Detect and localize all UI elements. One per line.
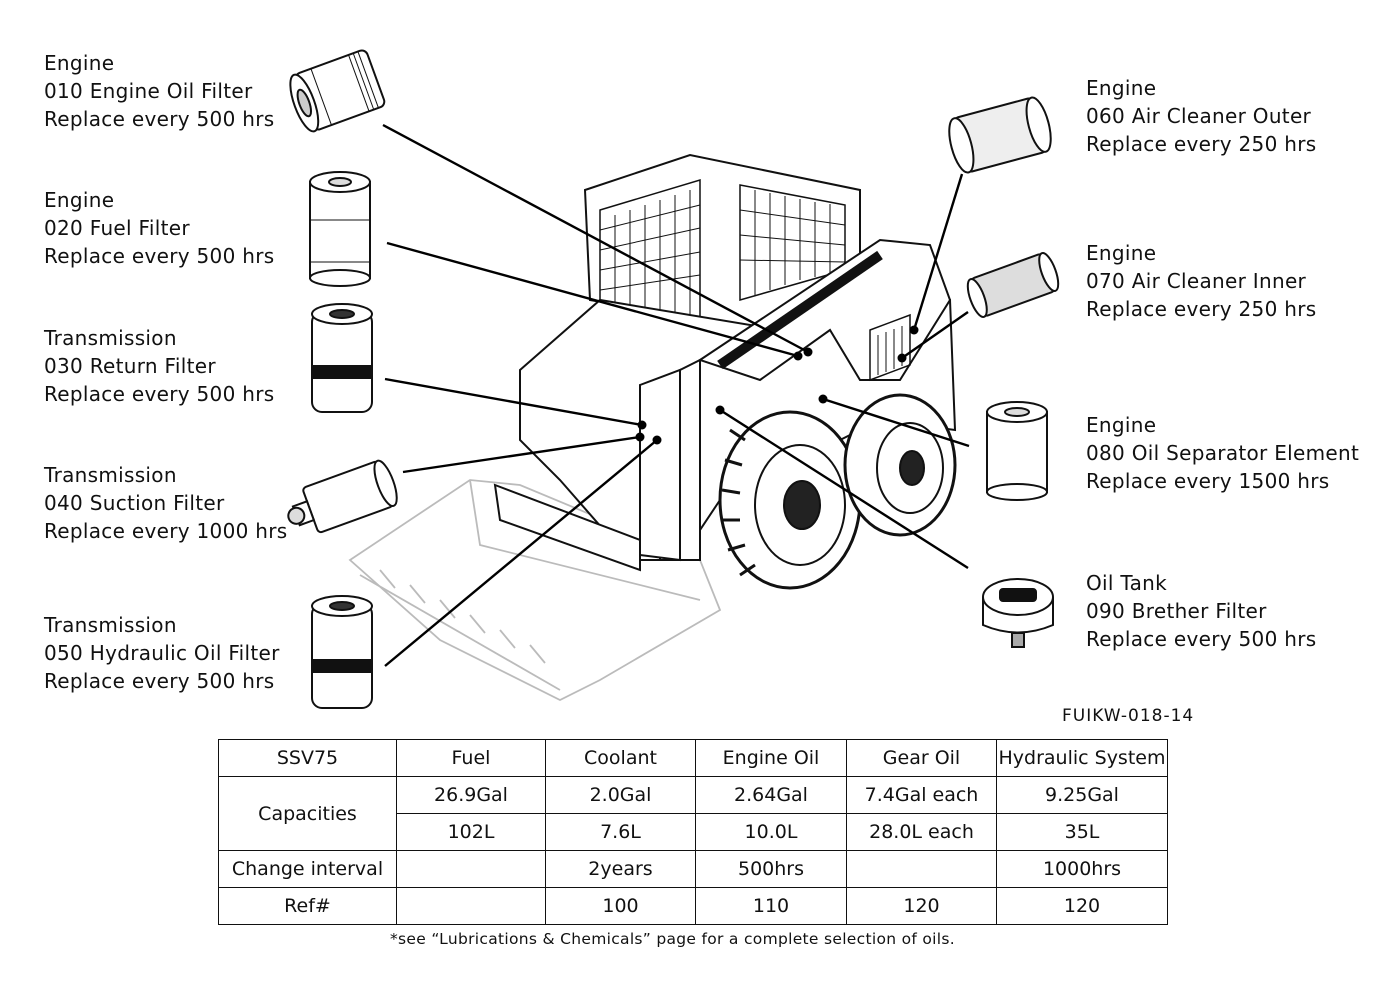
table-cell bbox=[396, 850, 546, 888]
callout-interval: Replace every 250 hrs bbox=[1086, 132, 1317, 156]
table-cell: 9.25Gal bbox=[996, 776, 1168, 814]
breather-filter-icon bbox=[982, 578, 1054, 648]
callout-system: Transmission bbox=[44, 613, 177, 637]
callout-part: 010 Engine Oil Filter bbox=[44, 79, 253, 103]
callout-interval: Replace every 500 hrs bbox=[44, 382, 275, 406]
table-cell bbox=[846, 850, 997, 888]
table-cell: 120 bbox=[996, 887, 1168, 925]
callout-090: Oil Tank 090 Brether Filter Replace ever… bbox=[1086, 569, 1316, 653]
table-cell: 120 bbox=[846, 887, 997, 925]
column-header: Engine Oil bbox=[695, 739, 847, 777]
callout-010: Engine 010 Engine Oil Filter Replace eve… bbox=[44, 49, 274, 133]
table-cell: 2years bbox=[545, 850, 696, 888]
table-cell: 100 bbox=[545, 887, 696, 925]
table-cell: 26.9Gal bbox=[396, 776, 546, 814]
callout-interval: Replace every 500 hrs bbox=[44, 107, 275, 131]
callout-system: Engine bbox=[44, 188, 115, 212]
footnote: *see “Lubrications & Chemicals” page for… bbox=[390, 930, 955, 948]
air-cleaner-outer-icon bbox=[948, 96, 1052, 174]
capacities-table: SSV75 Fuel Coolant Engine Oil Gear Oil H… bbox=[218, 739, 1168, 925]
callout-part: 070 Air Cleaner Inner bbox=[1086, 269, 1307, 293]
callout-040: Transmission 040 Suction Filter Replace … bbox=[44, 461, 288, 545]
oil-separator-element-icon bbox=[986, 401, 1048, 501]
skid-steer-loader-illustration bbox=[348, 153, 957, 702]
callout-part: 040 Suction Filter bbox=[44, 491, 225, 515]
callout-system: Engine bbox=[1086, 413, 1157, 437]
row-label: Ref# bbox=[218, 887, 397, 925]
callout-interval: Replace every 500 hrs bbox=[44, 244, 275, 268]
hydraulic-oil-filter-icon bbox=[311, 595, 373, 709]
leader-lines bbox=[382, 123, 970, 667]
callout-interval: Replace every 250 hrs bbox=[1086, 297, 1317, 321]
column-header: Hydraulic System bbox=[996, 739, 1168, 777]
callout-system: Engine bbox=[1086, 76, 1157, 100]
column-header: Fuel bbox=[396, 739, 546, 777]
leader-dots bbox=[635, 325, 919, 445]
table-row: Capacities 26.9Gal 2.0Gal 2.64Gal 7.4Gal… bbox=[218, 776, 1168, 851]
callout-system: Engine bbox=[44, 51, 115, 75]
table-cell: 500hrs bbox=[695, 850, 847, 888]
table-cell: 28.0L each bbox=[846, 813, 997, 851]
callout-070: Engine 070 Air Cleaner Inner Replace eve… bbox=[1086, 239, 1316, 323]
row-label: Capacities bbox=[218, 776, 397, 851]
callout-080: Engine 080 Oil Separator Element Replace… bbox=[1086, 411, 1359, 495]
callout-030: Transmission 030 Return Filter Replace e… bbox=[44, 324, 274, 408]
column-header: Gear Oil bbox=[846, 739, 997, 777]
callout-interval: Replace every 1000 hrs bbox=[44, 519, 288, 543]
table-cell bbox=[396, 887, 546, 925]
callout-part: 020 Fuel Filter bbox=[44, 216, 190, 240]
table-cell: 7.6L bbox=[545, 813, 696, 851]
table-cell: 110 bbox=[695, 887, 847, 925]
callout-part: 090 Brether Filter bbox=[1086, 599, 1267, 623]
callout-system: Transmission bbox=[44, 463, 177, 487]
figure-id: FUIKW-018-14 bbox=[1062, 706, 1195, 726]
table-cell: 10.0L bbox=[695, 813, 847, 851]
suction-filter-icon bbox=[287, 459, 398, 534]
callout-part: 050 Hydraulic Oil Filter bbox=[44, 641, 280, 665]
table-cell: 35L bbox=[996, 813, 1168, 851]
callout-part: 080 Oil Separator Element bbox=[1086, 441, 1360, 465]
callout-system: Oil Tank bbox=[1086, 571, 1168, 595]
return-filter-icon bbox=[311, 303, 373, 413]
callout-part: 060 Air Cleaner Outer bbox=[1086, 104, 1312, 128]
callout-020: Engine 020 Fuel Filter Replace every 500… bbox=[44, 186, 274, 270]
callout-interval: Replace every 500 hrs bbox=[44, 669, 275, 693]
table-header-row: SSV75 Fuel Coolant Engine Oil Gear Oil H… bbox=[218, 739, 1168, 777]
row-label: Change interval bbox=[218, 850, 397, 888]
callout-system: Engine bbox=[1086, 241, 1157, 265]
callout-interval: Replace every 500 hrs bbox=[1086, 627, 1317, 651]
table-cell: 2.0Gal bbox=[545, 776, 696, 814]
model-cell: SSV75 bbox=[218, 739, 397, 777]
callout-060: Engine 060 Air Cleaner Outer Replace eve… bbox=[1086, 74, 1316, 158]
column-header: Coolant bbox=[545, 739, 696, 777]
skid-steer-diagram bbox=[287, 49, 1060, 709]
table-row: Change interval 2years 500hrs 1000hrs bbox=[218, 850, 1168, 888]
table-cell: 2.64Gal bbox=[695, 776, 847, 814]
table-cell: 102L bbox=[396, 813, 546, 851]
callout-interval: Replace every 1500 hrs bbox=[1086, 469, 1330, 493]
table-row: Ref# 100 110 120 120 bbox=[218, 887, 1168, 925]
spin-on-oil-filter-icon bbox=[289, 49, 386, 133]
table-cell: 1000hrs bbox=[996, 850, 1168, 888]
callout-050: Transmission 050 Hydraulic Oil Filter Re… bbox=[44, 611, 280, 695]
table-cell: 7.4Gal each bbox=[846, 776, 997, 814]
callout-system: Transmission bbox=[44, 326, 177, 350]
callout-part: 030 Return Filter bbox=[44, 354, 216, 378]
fuel-filter-icon bbox=[309, 171, 371, 287]
air-cleaner-inner-icon bbox=[966, 252, 1060, 318]
table-row: 102L 7.6L 10.0L 28.0L each 35L bbox=[219, 813, 1168, 851]
